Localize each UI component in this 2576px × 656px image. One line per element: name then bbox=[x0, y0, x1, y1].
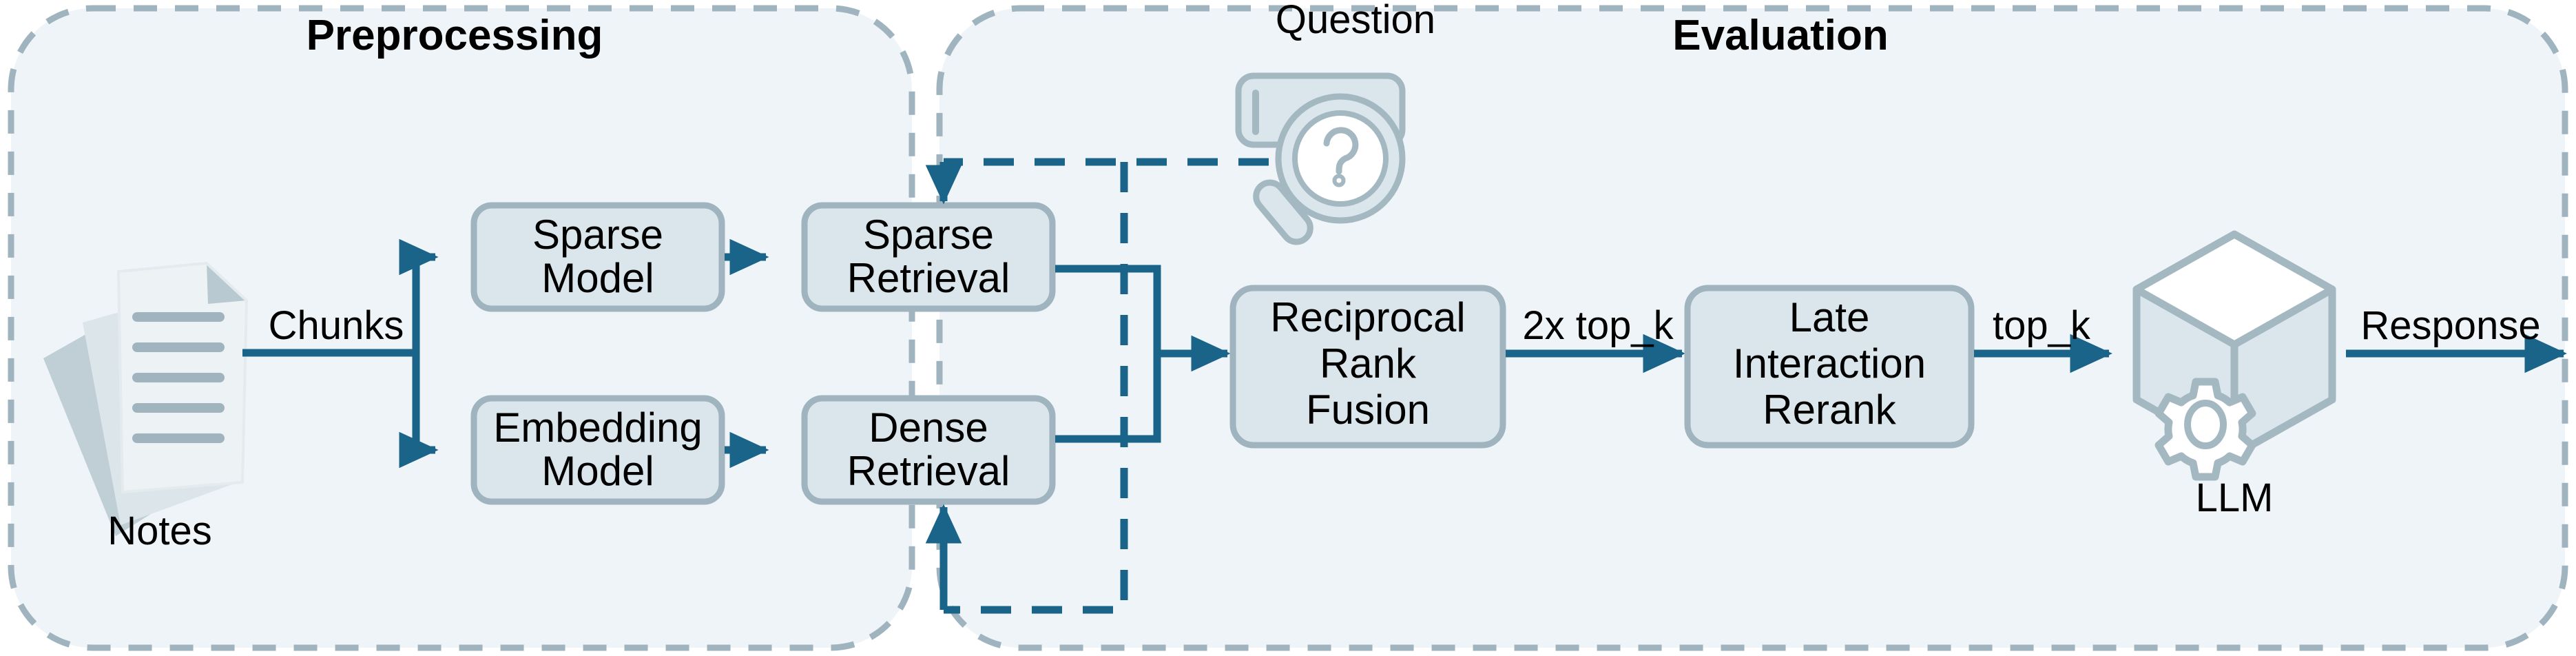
node-rerank-line-0: Late bbox=[1789, 294, 1870, 340]
node-rerank-line-2: Rerank bbox=[1763, 387, 1896, 433]
question-icon bbox=[1235, 72, 1406, 245]
node-rrf-line-0: Reciprocal bbox=[1270, 294, 1465, 340]
edge-retrievals-to-rrf bbox=[1055, 265, 1231, 443]
node-dense-retrieval[interactable]: Dense Retrieval bbox=[801, 395, 1056, 505]
notes-icon bbox=[43, 261, 249, 536]
node-rrf-line-1: Rank bbox=[1320, 340, 1417, 387]
node-sparse-retrieval[interactable]: Sparse Retrieval bbox=[801, 202, 1056, 312]
notes-label: Notes bbox=[107, 509, 212, 553]
node-sparse-model-line-0: Sparse bbox=[532, 212, 663, 258]
node-sparse-retrieval-line-0: Sparse bbox=[863, 212, 994, 258]
node-embedding-model-line-1: Model bbox=[541, 448, 654, 494]
node-dense-retrieval-line-0: Dense bbox=[869, 404, 988, 451]
question-label: Question bbox=[1276, 0, 1435, 42]
edge-question-to-retrievals bbox=[925, 158, 1269, 614]
node-dense-retrieval-line-1: Retrieval bbox=[847, 448, 1010, 494]
edge-label-response: Response bbox=[2360, 303, 2540, 348]
preprocessing-title: Preprocessing bbox=[307, 12, 603, 59]
node-rerank-line-1: Interaction bbox=[1733, 340, 1926, 387]
node-embedding-model[interactable]: Embedding Model bbox=[470, 395, 725, 505]
llm-label: LLM bbox=[2196, 475, 2274, 520]
node-sparse-model-line-1: Model bbox=[541, 255, 654, 301]
evaluation-title: Evaluation bbox=[1672, 12, 1889, 59]
node-sparse-retrieval-line-1: Retrieval bbox=[847, 255, 1010, 301]
edge-notes-to-models bbox=[242, 238, 439, 469]
edge-label-2x-top-k: 2x top_k bbox=[1522, 303, 1674, 348]
edge-label-chunks: Chunks bbox=[269, 303, 404, 348]
node-embedding-model-line-0: Embedding bbox=[493, 404, 703, 451]
node-reciprocal-rank-fusion[interactable]: Reciprocal Rank Fusion bbox=[1229, 285, 1506, 449]
node-late-interaction-rerank[interactable]: Late Interaction Rerank bbox=[1684, 285, 1975, 449]
llm-icon bbox=[2132, 230, 2336, 481]
node-rrf-line-2: Fusion bbox=[1306, 387, 1430, 433]
edge-label-top-k: top_k bbox=[1993, 303, 2091, 348]
node-sparse-model[interactable]: Sparse Model bbox=[470, 202, 725, 312]
